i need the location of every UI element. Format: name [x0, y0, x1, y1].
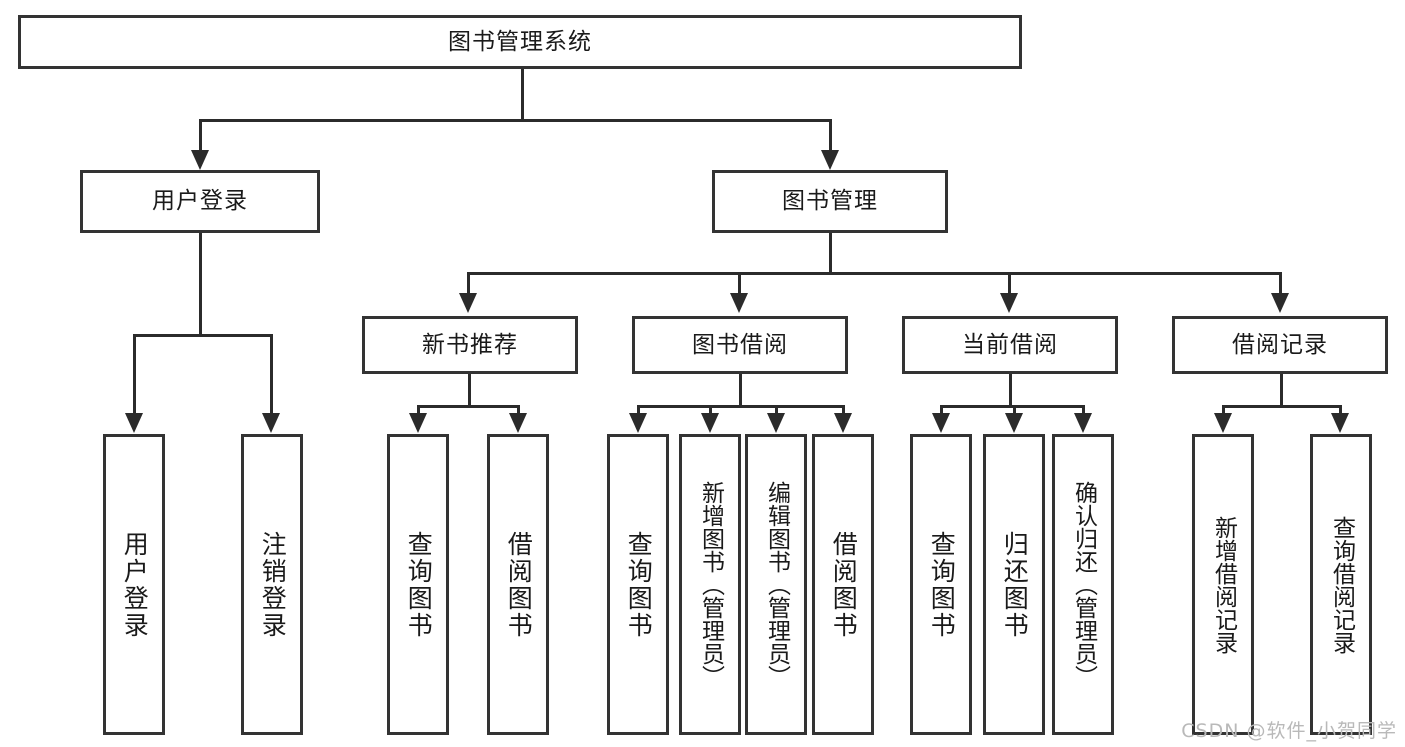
arrow-borrow-l3	[767, 413, 785, 433]
leaf-confirm-return-admin[interactable]: 确认归还（管理员）	[1052, 434, 1114, 735]
leaf-query-book-current-label: 查询图书	[927, 530, 957, 639]
node-root-system[interactable]: 图书管理系统	[18, 15, 1022, 69]
connector-borrow-l2	[709, 405, 712, 415]
node-book-borrow-label: 图书借阅	[692, 331, 788, 358]
connector-book-mgmt-bar	[467, 272, 1279, 275]
leaf-logout[interactable]: 注销登录	[241, 434, 303, 735]
connector-record-trunk	[1280, 374, 1283, 406]
leaf-logout-label: 注销登录	[258, 530, 288, 639]
node-borrow-record[interactable]: 借阅记录	[1172, 316, 1388, 374]
leaf-add-borrow-record[interactable]: 新增借阅记录	[1192, 434, 1254, 735]
connector-new-book-trunk	[468, 374, 471, 406]
connector-current-l2	[1013, 405, 1016, 415]
connector-book-mgmt-c1	[467, 272, 470, 294]
node-user-login-label: 用户登录	[152, 188, 248, 215]
arrow-record-l1	[1214, 413, 1232, 433]
leaf-query-borrow-record[interactable]: 查询借阅记录	[1310, 434, 1372, 735]
leaf-borrow-book[interactable]: 借阅图书	[812, 434, 874, 735]
connector-user-login-trunk	[199, 233, 202, 335]
leaf-user-login-label: 用户登录	[120, 530, 150, 639]
node-book-management[interactable]: 图书管理	[712, 170, 948, 233]
node-root-system-label: 图书管理系统	[448, 28, 592, 55]
connector-root-bar	[199, 119, 831, 122]
arrow-root-to-user-login	[191, 150, 209, 170]
leaf-edit-book-admin[interactable]: 编辑图书（管理员）	[745, 434, 807, 735]
arrow-current-l1	[932, 413, 950, 433]
connector-borrow-l4	[842, 405, 845, 415]
arrow-borrow-l4	[834, 413, 852, 433]
arrow-book-mgmt-c3	[1000, 293, 1018, 313]
connector-book-mgmt-c2	[738, 272, 741, 294]
connector-user-login-bar	[133, 334, 272, 337]
leaf-query-book-current[interactable]: 查询图书	[910, 434, 972, 735]
leaf-query-book-borrow[interactable]: 查询图书	[607, 434, 669, 735]
connector-book-mgmt-c3	[1008, 272, 1011, 294]
connector-new-book-bar	[417, 405, 519, 408]
arrow-new-book-l1	[409, 413, 427, 433]
connector-new-book-l1	[417, 405, 420, 415]
leaf-query-book-recommend[interactable]: 查询图书	[387, 434, 449, 735]
leaf-query-book-borrow-label: 查询图书	[624, 530, 654, 639]
leaf-user-login[interactable]: 用户登录	[103, 434, 165, 735]
leaf-borrow-book-recommend[interactable]: 借阅图书	[487, 434, 549, 735]
leaf-add-book-admin-label: 新增图书（管理员）	[697, 481, 724, 688]
connector-current-trunk	[1009, 374, 1012, 406]
connector-root-to-user-login	[199, 119, 202, 151]
connector-current-l3	[1082, 405, 1085, 415]
node-new-book-recommend-label: 新书推荐	[422, 331, 518, 358]
connector-current-bar	[940, 405, 1085, 408]
arrow-book-mgmt-c2	[730, 293, 748, 313]
connector-current-l1	[940, 405, 943, 415]
leaf-borrow-book-label: 借阅图书	[829, 530, 859, 639]
leaf-add-borrow-record-label: 新增借阅记录	[1210, 515, 1237, 654]
connector-book-mgmt-c4	[1279, 272, 1282, 294]
arrow-current-l3	[1074, 413, 1092, 433]
connector-new-book-l2	[517, 405, 520, 415]
arrow-user-login-right	[262, 413, 280, 433]
leaf-confirm-return-admin-label: 确认归还（管理员）	[1070, 481, 1097, 688]
connector-root-trunk	[521, 69, 524, 121]
watermark: CSDN @软件_小贺同学	[1181, 720, 1397, 742]
leaf-query-book-recommend-label: 查询图书	[404, 530, 434, 639]
connector-user-login-right	[270, 334, 273, 414]
arrow-borrow-l1	[629, 413, 647, 433]
connector-root-to-book-mgmt	[829, 119, 832, 151]
arrow-book-mgmt-c4	[1271, 293, 1289, 313]
connector-book-mgmt-trunk	[829, 233, 832, 275]
leaf-borrow-book-recommend-label: 借阅图书	[504, 530, 534, 639]
node-book-management-label: 图书管理	[782, 188, 878, 215]
arrow-user-login-left	[125, 413, 143, 433]
node-new-book-recommend[interactable]: 新书推荐	[362, 316, 578, 374]
node-book-borrow[interactable]: 图书借阅	[632, 316, 848, 374]
node-borrow-record-label: 借阅记录	[1232, 331, 1328, 358]
node-current-borrow[interactable]: 当前借阅	[902, 316, 1118, 374]
leaf-return-book[interactable]: 归还图书	[983, 434, 1045, 735]
connector-record-l2	[1339, 405, 1342, 415]
connector-borrow-l3	[775, 405, 778, 415]
leaf-add-book-admin[interactable]: 新增图书（管理员）	[679, 434, 741, 735]
node-current-borrow-label: 当前借阅	[962, 331, 1058, 358]
leaf-return-book-label: 归还图书	[1000, 530, 1030, 639]
connector-record-l1	[1222, 405, 1225, 415]
arrow-record-l2	[1331, 413, 1349, 433]
arrow-current-l2	[1005, 413, 1023, 433]
connector-borrow-trunk	[739, 374, 742, 406]
node-user-login[interactable]: 用户登录	[80, 170, 320, 233]
connector-record-bar	[1222, 405, 1341, 408]
arrow-borrow-l2	[701, 413, 719, 433]
arrow-root-to-book-mgmt	[821, 150, 839, 170]
arrow-new-book-l2	[509, 413, 527, 433]
leaf-edit-book-admin-label: 编辑图书（管理员）	[763, 481, 790, 688]
arrow-book-mgmt-c1	[459, 293, 477, 313]
connector-borrow-bar	[637, 405, 844, 408]
leaf-query-borrow-record-label: 查询借阅记录	[1328, 515, 1355, 654]
connector-borrow-l1	[637, 405, 640, 415]
connector-user-login-left	[133, 334, 136, 414]
